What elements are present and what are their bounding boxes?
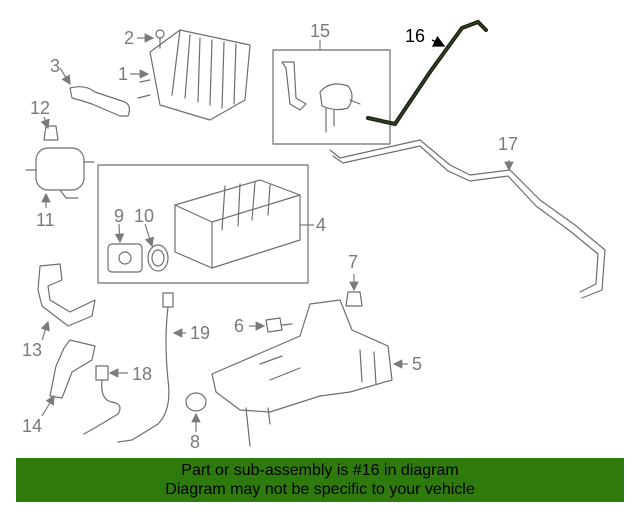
callout-2: 2 (124, 28, 134, 48)
callout-1: 1 (118, 64, 128, 84)
callout-18: 18 (132, 364, 152, 384)
leader-lines (40, 33, 514, 432)
filter-part-11[interactable] (25, 147, 95, 199)
clip-part-7[interactable] (345, 291, 363, 307)
callout-8: 8 (190, 432, 200, 452)
callout-19: 19 (190, 323, 210, 343)
clip-part-12[interactable] (43, 125, 59, 141)
bolt-part-2[interactable] (155, 29, 165, 49)
banner-line-1: Part or sub-assembly is #16 in diagram (181, 462, 459, 479)
callout-6: 6 (234, 316, 244, 336)
sensor-part-18[interactable] (83, 365, 121, 435)
hose-part-3[interactable] (69, 86, 131, 117)
canister-part-4[interactable] (174, 179, 301, 269)
callout-4: 4 (316, 215, 326, 235)
banner-line-2: Diagram may not be specific to your vehi… (165, 481, 475, 498)
hose-part-13[interactable] (37, 263, 96, 327)
callout-5: 5 (412, 354, 422, 374)
callout-labels: 1 2 3 12 11 9 10 4 15 16 17 13 14 18 19 … (22, 21, 518, 452)
callout-9: 9 (114, 206, 124, 226)
callout-14: 14 (22, 416, 42, 436)
callout-10: 10 (134, 206, 154, 226)
bracket-part-5[interactable] (211, 299, 393, 447)
tube-part-17[interactable] (329, 139, 606, 299)
hose-part-14[interactable] (49, 339, 96, 399)
callout-17: 17 (498, 134, 518, 154)
bolt-part-6[interactable] (265, 317, 293, 333)
callout-11: 11 (36, 210, 55, 230)
callout-3: 3 (50, 56, 60, 76)
callout-7: 7 (348, 252, 358, 272)
grommet-part-8[interactable] (185, 392, 207, 412)
sensor-part-9[interactable] (107, 243, 143, 273)
hose-part-16-highlighted[interactable] (366, 19, 488, 127)
callout-13: 13 (22, 340, 42, 360)
valve-part-15[interactable] (281, 61, 361, 133)
wire-part-19[interactable] (117, 292, 174, 443)
callout-15: 15 (310, 21, 330, 41)
callout-12: 12 (30, 98, 50, 118)
canister-part-1[interactable] (137, 29, 251, 121)
callout-16-highlighted: 16 (405, 26, 425, 46)
seal-ring-part-10[interactable] (147, 244, 169, 272)
info-banner: Part or sub-assembly is #16 in diagram D… (16, 458, 624, 502)
